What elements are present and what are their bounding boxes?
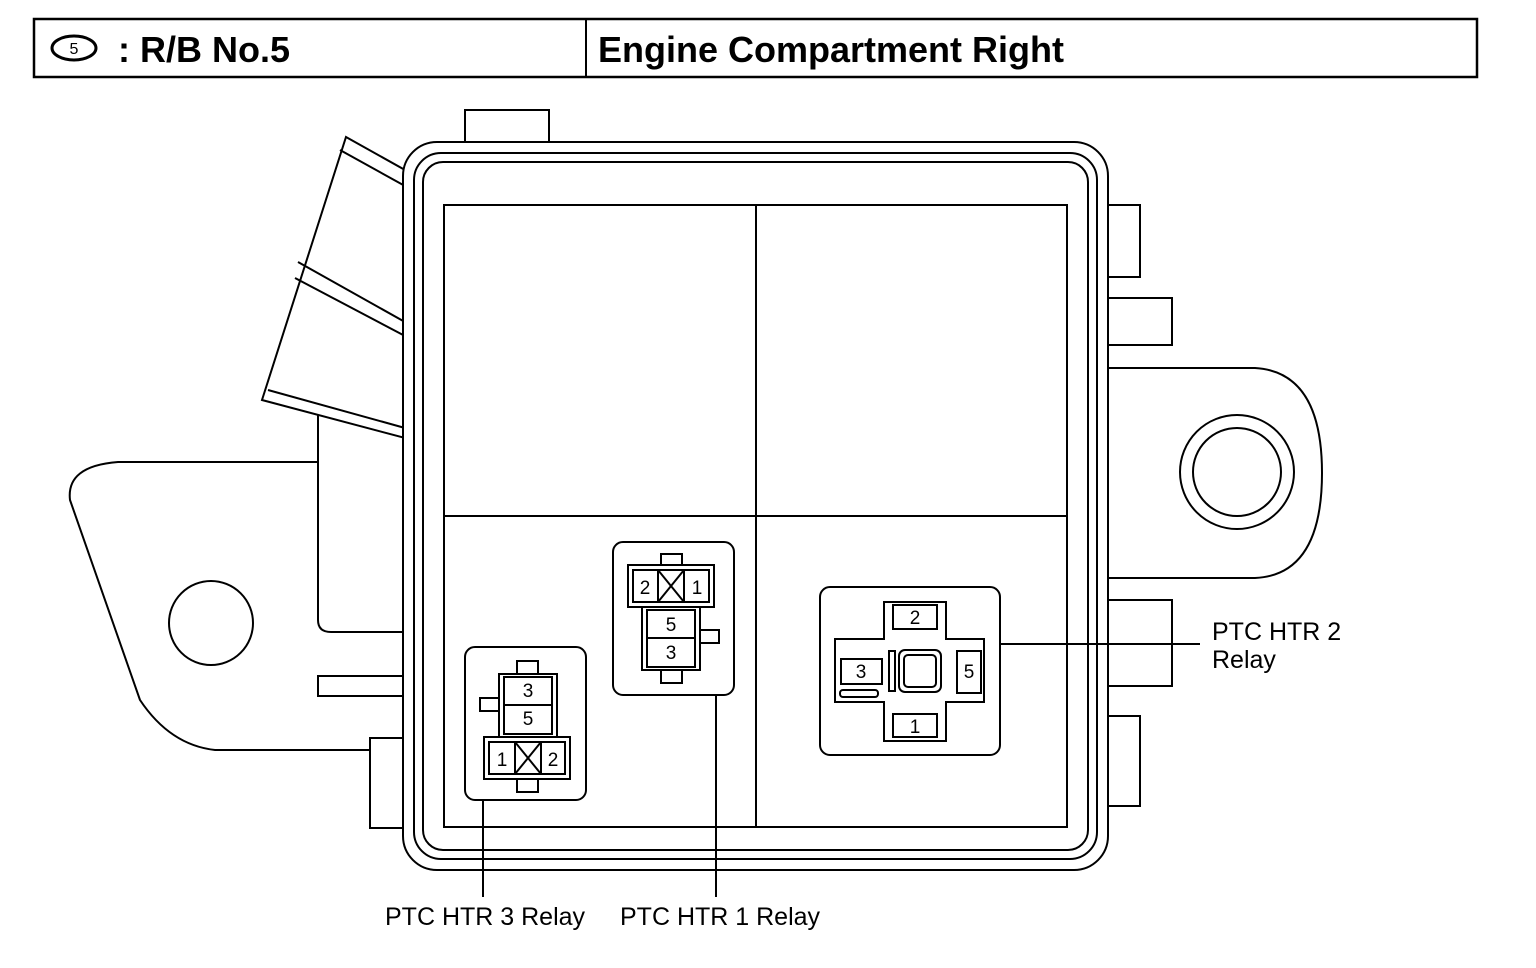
ptc-htr-1-relay-connector: 2 1 5 3 xyxy=(612,541,735,696)
ptc-htr-2-relay-label: Relay xyxy=(1212,646,1276,674)
ptc-htr-3-relay-connector: 3 5 1 2 xyxy=(464,646,587,801)
pin-label: 3 xyxy=(666,643,677,664)
leader-lines xyxy=(482,643,1200,897)
pin-label: 2 xyxy=(548,750,559,771)
pin-label: 5 xyxy=(523,709,534,730)
ptc-htr-3-relay-label: PTC HTR 3 Relay xyxy=(385,903,586,931)
block-location: Engine Compartment Right xyxy=(598,29,1064,70)
pin-label: 5 xyxy=(964,662,975,683)
pin-label: 5 xyxy=(666,615,677,636)
pin-label: 1 xyxy=(497,750,508,771)
ptc-htr-2-relay-connector: 2 3 5 1 xyxy=(819,586,1001,756)
pin-label: 3 xyxy=(523,681,534,702)
svg-text:5: 5 xyxy=(70,41,79,58)
callout-labels: PTC HTR 3 Relay PTC HTR 1 Relay PTC HTR … xyxy=(385,618,1341,931)
pin-label: 2 xyxy=(640,578,651,599)
pin-label: 1 xyxy=(910,717,921,738)
ptc-htr-2-relay-label: PTC HTR 2 xyxy=(1212,618,1341,646)
ptc-htr-1-relay-label: PTC HTR 1 Relay xyxy=(620,903,821,931)
pin-label: 3 xyxy=(856,662,867,683)
pin-label: 1 xyxy=(692,578,703,599)
relay-block-housing xyxy=(68,109,1324,871)
left-mounting-hole xyxy=(168,580,254,666)
angled-connector xyxy=(260,135,406,440)
pin-label: 2 xyxy=(910,608,921,629)
block-name: : R/B No.5 xyxy=(118,29,290,70)
block-number-badge: 5 xyxy=(50,34,98,62)
header-table: 5 : R/B No.5 Engine Compartment Right xyxy=(32,17,1479,79)
